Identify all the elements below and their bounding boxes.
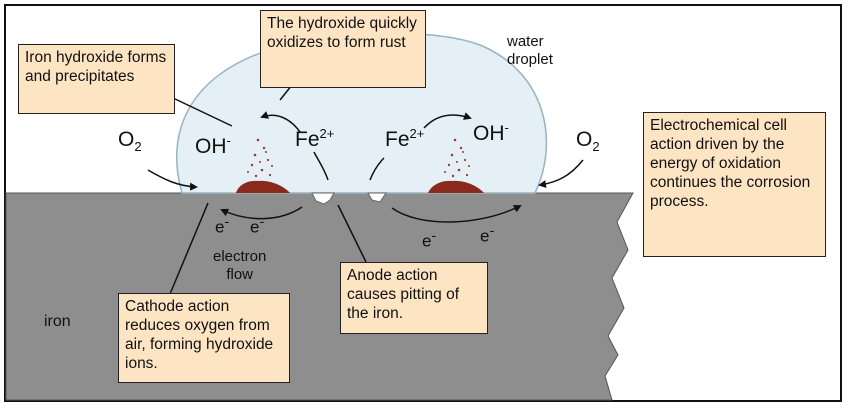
water-droplet-label: water droplet bbox=[507, 33, 553, 68]
diagram-frame bbox=[4, 4, 842, 402]
callout-anode: Anode action causes pitting of the iron. bbox=[340, 262, 488, 334]
oh-left-label: OH- bbox=[195, 133, 231, 158]
pointer-cathode bbox=[169, 202, 209, 295]
arrow-fe-right-up bbox=[369, 157, 385, 181]
rust-particles bbox=[247, 138, 470, 178]
electron-label-4: e- bbox=[480, 223, 495, 246]
electron-flow-label: electron flow bbox=[213, 248, 267, 283]
callout-iron-hydroxide: Iron hydroxide forms and precipitates bbox=[18, 44, 175, 114]
callout-cathode: Cathode action reduces oxygen from air, … bbox=[118, 293, 290, 383]
arrow-fe-to-oh-right bbox=[423, 112, 472, 129]
fe-right-label: Fe2+ bbox=[385, 126, 425, 151]
callout-electrochemical: Electrochemical cell action driven by th… bbox=[643, 112, 826, 257]
pit-right bbox=[367, 192, 387, 203]
arrow-electron-left bbox=[220, 206, 303, 220]
rust-deposit-left bbox=[236, 180, 290, 193]
arrow-fe-to-oh-left bbox=[260, 111, 301, 133]
oh-right-label: OH- bbox=[473, 120, 509, 145]
iron-label: iron bbox=[44, 313, 71, 330]
rust-deposit-right bbox=[428, 180, 484, 193]
o2-right-label: O2 bbox=[576, 128, 600, 155]
arrow-electron-right bbox=[391, 205, 522, 223]
electron-label-2: e- bbox=[250, 214, 265, 237]
callout-hydroxide-oxidizes: The hydroxide quickly oxidizes to form r… bbox=[260, 10, 426, 88]
arrow-o2-left bbox=[147, 169, 198, 191]
pointer-iron-hydroxide bbox=[172, 97, 233, 127]
electron-label-3: e- bbox=[422, 228, 437, 251]
fe-left-label: Fe2+ bbox=[295, 126, 335, 151]
arrow-o2-right bbox=[538, 159, 584, 188]
iron-block bbox=[5, 192, 634, 401]
o2-left-label: O2 bbox=[118, 128, 142, 155]
pit-left bbox=[311, 192, 335, 205]
electron-label-1: e- bbox=[215, 214, 230, 237]
arrow-fe-left-up bbox=[313, 151, 329, 181]
pointer-anode bbox=[337, 204, 367, 263]
